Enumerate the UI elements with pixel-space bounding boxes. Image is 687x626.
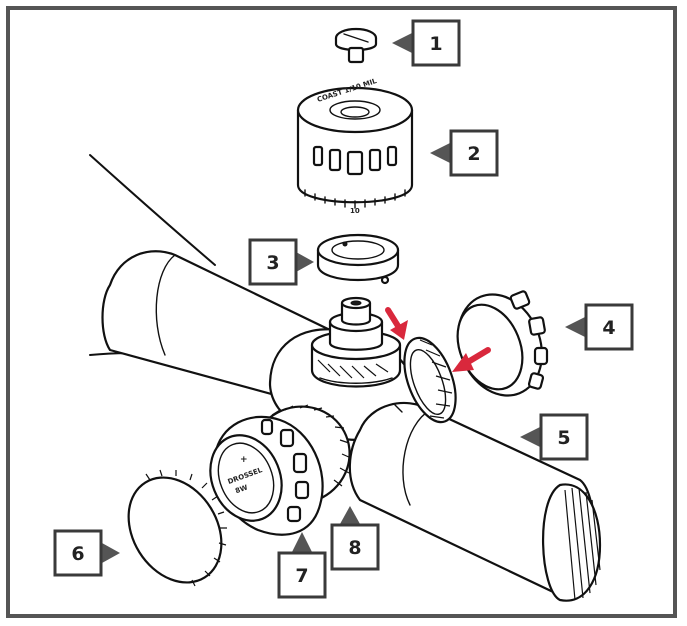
svg-text:5: 5 xyxy=(557,427,570,449)
svg-text:1: 1 xyxy=(429,33,442,55)
callout-7: 7 xyxy=(277,551,327,599)
pointer-7 xyxy=(292,532,312,552)
pointer-6 xyxy=(102,543,120,563)
red-arrow-left xyxy=(452,347,491,372)
svg-text:8: 8 xyxy=(348,537,361,559)
part-4-side-ring xyxy=(456,290,549,397)
pointer-5 xyxy=(520,427,540,447)
part-3-zero-stop-ring xyxy=(316,233,400,285)
callout-1: 1 xyxy=(411,19,461,67)
svg-text:7: 7 xyxy=(295,565,308,587)
pointer-8 xyxy=(340,506,360,524)
svg-text:2: 2 xyxy=(467,143,480,165)
pointer-1 xyxy=(392,33,412,53)
elevation-turret-stem xyxy=(310,296,402,388)
pointer-3 xyxy=(296,252,314,272)
svg-text:4: 4 xyxy=(602,317,615,339)
part-7-windage-cap: + DROSSEL 8W xyxy=(209,415,324,536)
callout-4: 4 xyxy=(584,303,634,351)
part-1-screw xyxy=(334,27,378,64)
eyepiece-knurl xyxy=(564,487,601,601)
svg-text:10: 10 xyxy=(350,207,360,215)
callout-pointers xyxy=(102,33,585,563)
callout-8: 8 xyxy=(330,523,380,571)
part-2-turret-cap: COAST 1/10 MIL 10 xyxy=(296,77,414,215)
callout-6: 6 xyxy=(53,529,103,577)
red-arrow-down xyxy=(385,307,408,340)
svg-text:3: 3 xyxy=(266,252,279,274)
svg-text:6: 6 xyxy=(71,543,84,565)
pointer-4 xyxy=(565,317,585,337)
callout-2: 2 xyxy=(449,129,499,177)
pointer-2 xyxy=(430,143,450,163)
cap-sub-text: 8W xyxy=(234,483,249,495)
side-focus-wheel xyxy=(403,336,457,424)
callout-3: 3 xyxy=(248,238,298,286)
part-6-cover-disc xyxy=(127,469,227,587)
callout-5: 5 xyxy=(539,413,589,461)
cap-plus-mark: + xyxy=(240,455,248,465)
